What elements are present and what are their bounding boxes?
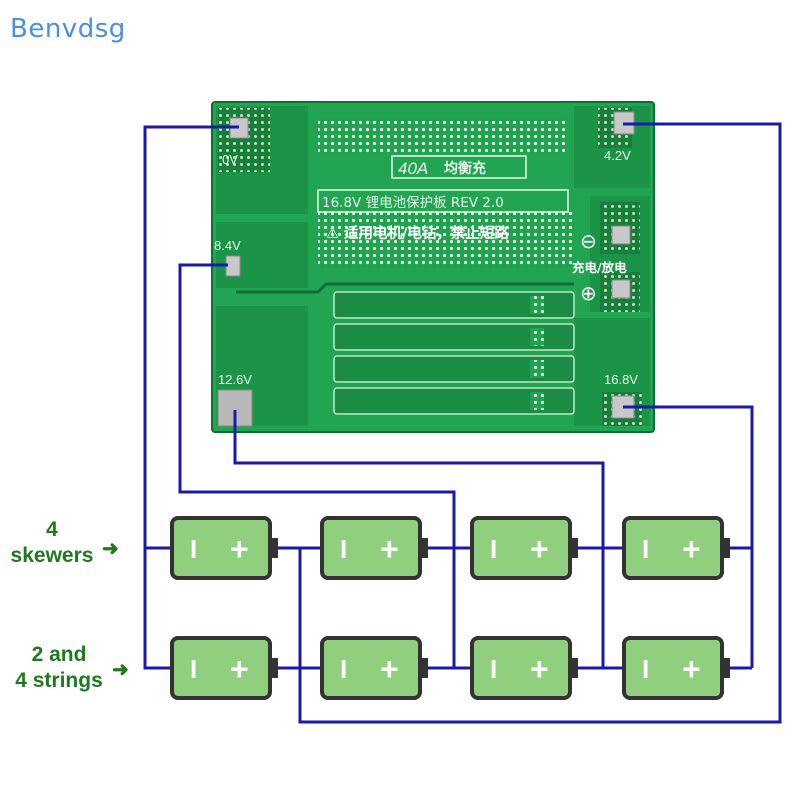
battery-terminal-cap (270, 658, 278, 678)
battery-terminal-cap (420, 658, 428, 678)
strings-label-line1: 2 and (31, 643, 87, 666)
battery-body (622, 636, 724, 700)
battery-terminal-cap (722, 658, 730, 678)
battery-plus-icon: + (530, 651, 549, 687)
wire-0v (143, 125, 239, 550)
battery-terminal-cap (270, 538, 278, 558)
wire-126v (233, 410, 605, 548)
battery-body (320, 516, 422, 580)
skewers-label-line2: skewers (10, 544, 94, 567)
arrow-right-icon: ➜ (102, 538, 119, 560)
battery-plus-icon: + (380, 531, 399, 567)
battery-terminal-cap (420, 538, 428, 558)
battery-plus-icon: + (230, 651, 249, 687)
battery-minus-icon: I (642, 534, 649, 564)
arrow-right-icon: ➜ (112, 659, 129, 681)
battery-terminal-cap (570, 538, 578, 558)
battery-terminal-cap (570, 658, 578, 678)
silk-40a: 40A (398, 159, 428, 178)
battery-minus-icon: I (340, 654, 347, 684)
silk-42v: 4.2V (604, 148, 631, 163)
battery-plus-icon: + (682, 531, 701, 567)
silk-0v: 0V (222, 152, 238, 167)
silk-balance: 均衡充 (444, 160, 486, 177)
battery-array: I+I+I+I+I+I+I+I+ (170, 516, 730, 700)
skewers-label-line1: 4 (46, 518, 58, 541)
wire-0v-branch (143, 548, 172, 670)
battery-minus-icon: I (190, 654, 197, 684)
battery-minus-icon: I (642, 654, 649, 684)
battery-minus-icon: I (190, 534, 197, 564)
battery-cell: I+ (470, 516, 578, 580)
wire-84v (178, 263, 456, 548)
minus-terminal-icon: ⊖ (580, 229, 597, 253)
battery-body (320, 636, 422, 700)
pcb-vias-strip (530, 296, 544, 314)
battery-minus-icon: I (340, 534, 347, 564)
battery-body (622, 516, 724, 580)
battery-plus-icon: + (380, 651, 399, 687)
battery-cell: I+ (470, 636, 578, 700)
battery-cell: I+ (320, 516, 428, 580)
pcb-board: 40A 均衡充 16.8V 锂电池保护板 REV 2.0 ⚠ 适用电机/电钻，禁… (211, 101, 655, 433)
skewers-label: 4 skewers (0, 517, 104, 569)
pcb-vias-strip (530, 392, 544, 410)
battery-minus-icon: I (490, 534, 497, 564)
pcb-pad-area-84v (216, 222, 308, 288)
battery-body (470, 516, 572, 580)
strings-label: 2 and 4 strings (0, 642, 118, 694)
plus-terminal-icon: ⊕ (580, 281, 597, 305)
battery-minus-icon: I (490, 654, 497, 684)
silk-warning: ⚠ 适用电机/电钻，禁止短路 (326, 224, 509, 242)
battery-cell: I+ (622, 516, 730, 580)
pcb-mosfet-strip (333, 387, 575, 415)
silk-charge-discharge: 充电/放电 (572, 260, 627, 275)
battery-plus-icon: + (530, 531, 549, 567)
pcb-trace (236, 282, 574, 294)
silk-84v: 8.4V (214, 238, 241, 253)
pcb-mosfet-strip (333, 291, 575, 319)
solder-pad-plus (611, 279, 631, 299)
watermark: Benvdsg (10, 14, 126, 44)
silk-40a-box (391, 155, 527, 179)
pcb-vias-strip (530, 328, 544, 346)
battery-body (170, 636, 272, 700)
battery-cell: I+ (622, 636, 730, 700)
battery-cell: I+ (320, 636, 428, 700)
pcb-vias-top (318, 118, 566, 154)
battery-plus-icon: + (682, 651, 701, 687)
battery-plus-icon: + (230, 531, 249, 567)
battery-body (470, 636, 572, 700)
pcb-mosfet-strip (333, 355, 575, 383)
pcb-vias-mid (318, 212, 574, 268)
pcb-vias-strip (530, 360, 544, 378)
battery-body (170, 516, 272, 580)
silk-126v: 12.6V (218, 372, 252, 387)
battery-cell: I+ (170, 636, 278, 700)
strings-label-line2: 4 strings (15, 669, 103, 692)
silk-168v: 16.8V (604, 372, 638, 387)
pcb-mosfet-strip (333, 323, 575, 351)
wire-168v (623, 405, 754, 548)
silk-title: 16.8V 锂电池保护板 REV 2.0 (322, 195, 504, 211)
wires (143, 122, 782, 724)
battery-terminal-cap (722, 538, 730, 558)
solder-pad-84v (225, 255, 241, 277)
solder-pad-minus (611, 225, 631, 245)
battery-cell: I+ (170, 516, 278, 580)
silk-title-box (317, 189, 569, 213)
